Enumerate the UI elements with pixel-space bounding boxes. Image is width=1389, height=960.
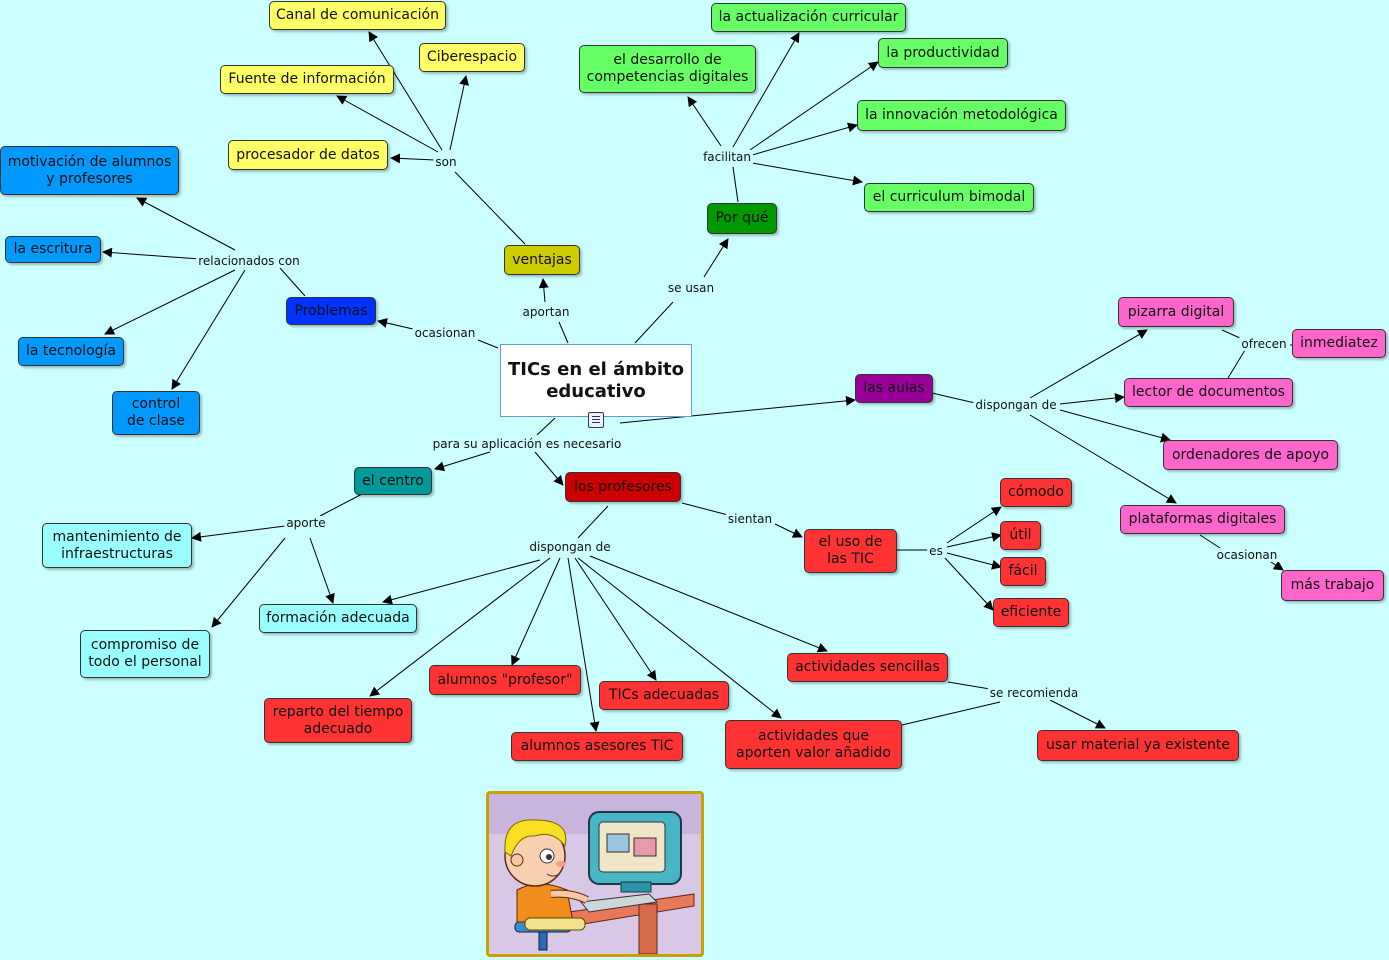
node-plataformas-digitales[interactable]: plataformas digitales bbox=[1120, 505, 1285, 534]
node-actividades-valor[interactable]: actividades que aporten valor añadido bbox=[725, 720, 902, 769]
node-desarrollo-competencias[interactable]: el desarrollo de competencias digitales bbox=[579, 45, 756, 93]
node-por-que[interactable]: Por qué bbox=[707, 203, 777, 234]
node-lector-documentos[interactable]: lector de documentos bbox=[1124, 378, 1293, 407]
node-util[interactable]: útil bbox=[1000, 521, 1041, 550]
node-escritura[interactable]: la escritura bbox=[5, 236, 101, 263]
link-se-usan: se usan bbox=[665, 281, 717, 295]
link-se-recomienda: se recomienda bbox=[987, 686, 1081, 700]
link-dispongan-profesores: dispongan de bbox=[527, 540, 613, 554]
link-aportan: aportan bbox=[520, 305, 572, 319]
node-mas-trabajo[interactable]: más trabajo bbox=[1281, 570, 1384, 601]
node-ventajas[interactable]: ventajas bbox=[504, 245, 580, 275]
node-usar-material[interactable]: usar material ya existente bbox=[1037, 730, 1239, 761]
link-dispongan-aulas: dispongan de bbox=[973, 398, 1059, 412]
node-problemas[interactable]: Problemas bbox=[286, 297, 376, 325]
node-motivacion[interactable]: motivación de alumnos y profesores bbox=[0, 146, 179, 195]
node-ordenadores-apoyo[interactable]: ordenadores de apoyo bbox=[1163, 440, 1338, 470]
central-topic[interactable]: TICs en el ámbito educativo bbox=[500, 344, 692, 417]
node-eficiente[interactable]: eficiente bbox=[993, 598, 1069, 627]
node-actividades-sencillas[interactable]: actividades sencillas bbox=[787, 653, 948, 682]
node-curriculum-bimodal[interactable]: el curriculum bimodal bbox=[864, 183, 1034, 212]
node-las-aulas[interactable]: las aulas bbox=[855, 374, 933, 403]
node-alumnos-profesor[interactable]: alumnos "profesor" bbox=[429, 665, 581, 695]
node-fuente-informacion[interactable]: Fuente de información bbox=[220, 65, 394, 94]
link-son: son bbox=[433, 155, 459, 169]
node-formacion-adecuada[interactable]: formación adecuada bbox=[259, 604, 417, 633]
node-productividad[interactable]: la productividad bbox=[878, 38, 1008, 68]
link-para-su-aplicacion: para su aplicación es necesario bbox=[430, 437, 624, 451]
node-innovacion-metodologica[interactable]: la innovación metodológica bbox=[857, 100, 1066, 131]
link-ofrecen: ofrecen bbox=[1239, 337, 1289, 351]
node-control-clase[interactable]: control de clase bbox=[112, 391, 200, 435]
node-inmediatez[interactable]: inmediatez bbox=[1292, 329, 1386, 358]
child-computer-illustration bbox=[486, 791, 704, 957]
link-sientan: sientan bbox=[725, 512, 775, 526]
node-compromiso[interactable]: compromiso de todo el personal bbox=[80, 630, 210, 678]
node-mantenimiento[interactable]: mantenimiento de infraestructuras bbox=[42, 523, 192, 568]
node-pizarra-digital[interactable]: pizarra digital bbox=[1118, 297, 1234, 327]
node-uso-tic[interactable]: el uso de las TIC bbox=[804, 529, 897, 573]
node-canal-comunicacion[interactable]: Canal de comunicación bbox=[269, 1, 446, 30]
link-facilitan: facilitan bbox=[701, 150, 753, 164]
document-icon[interactable] bbox=[588, 412, 604, 428]
link-ocasionan-problemas: ocasionan bbox=[412, 326, 478, 340]
link-es: es bbox=[927, 544, 945, 558]
node-actualizacion-curricular[interactable]: la actualización curricular bbox=[711, 3, 906, 32]
node-procesador-datos[interactable]: procesador de datos bbox=[228, 140, 388, 170]
node-reparto-tiempo[interactable]: reparto del tiempo adecuado bbox=[264, 698, 412, 743]
node-el-centro[interactable]: el centro bbox=[354, 467, 432, 495]
node-facil[interactable]: fácil bbox=[1000, 557, 1046, 586]
link-relacionados-con: relacionados con bbox=[196, 254, 302, 268]
node-alumnos-asesores[interactable]: alumnos asesores TIC bbox=[511, 732, 683, 761]
node-tics-adecuadas[interactable]: TICs adecuadas bbox=[599, 681, 729, 710]
node-tecnologia[interactable]: la tecnología bbox=[18, 337, 124, 366]
node-ciberespacio[interactable]: Ciberespacio bbox=[419, 43, 525, 72]
node-los-profesores[interactable]: los profesores bbox=[565, 472, 681, 502]
link-aporte: aporte bbox=[284, 516, 328, 530]
node-comodo[interactable]: cómodo bbox=[1000, 478, 1072, 507]
link-ocasionan-plataformas: ocasionan bbox=[1214, 548, 1280, 562]
